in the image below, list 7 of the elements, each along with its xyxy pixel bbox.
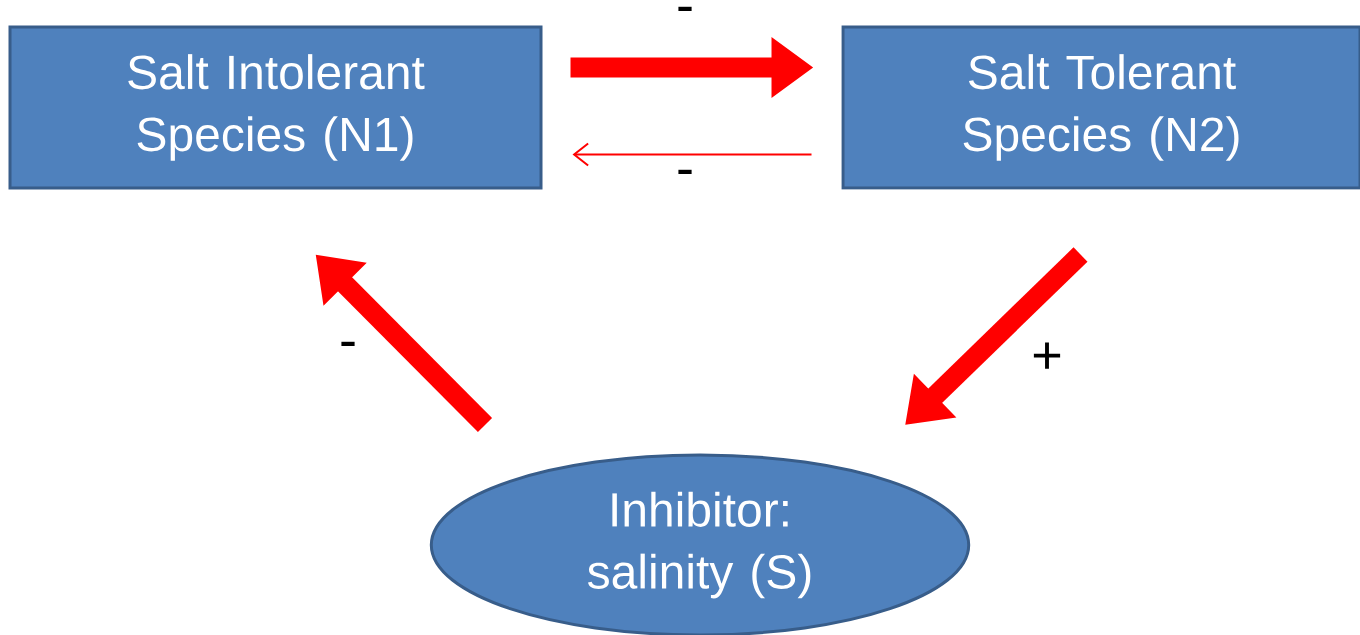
species-box: Salt Tolerant Species (N2) (841, 25, 1360, 190)
edge-label: - (678, 6, 692, 11)
species-box: Salt Intolerant Species (N1) (8, 25, 543, 190)
edge-label: + (1033, 342, 1061, 369)
edge-label: - (678, 169, 692, 174)
edge-label: - (341, 341, 355, 346)
arrow (572, 142, 813, 167)
